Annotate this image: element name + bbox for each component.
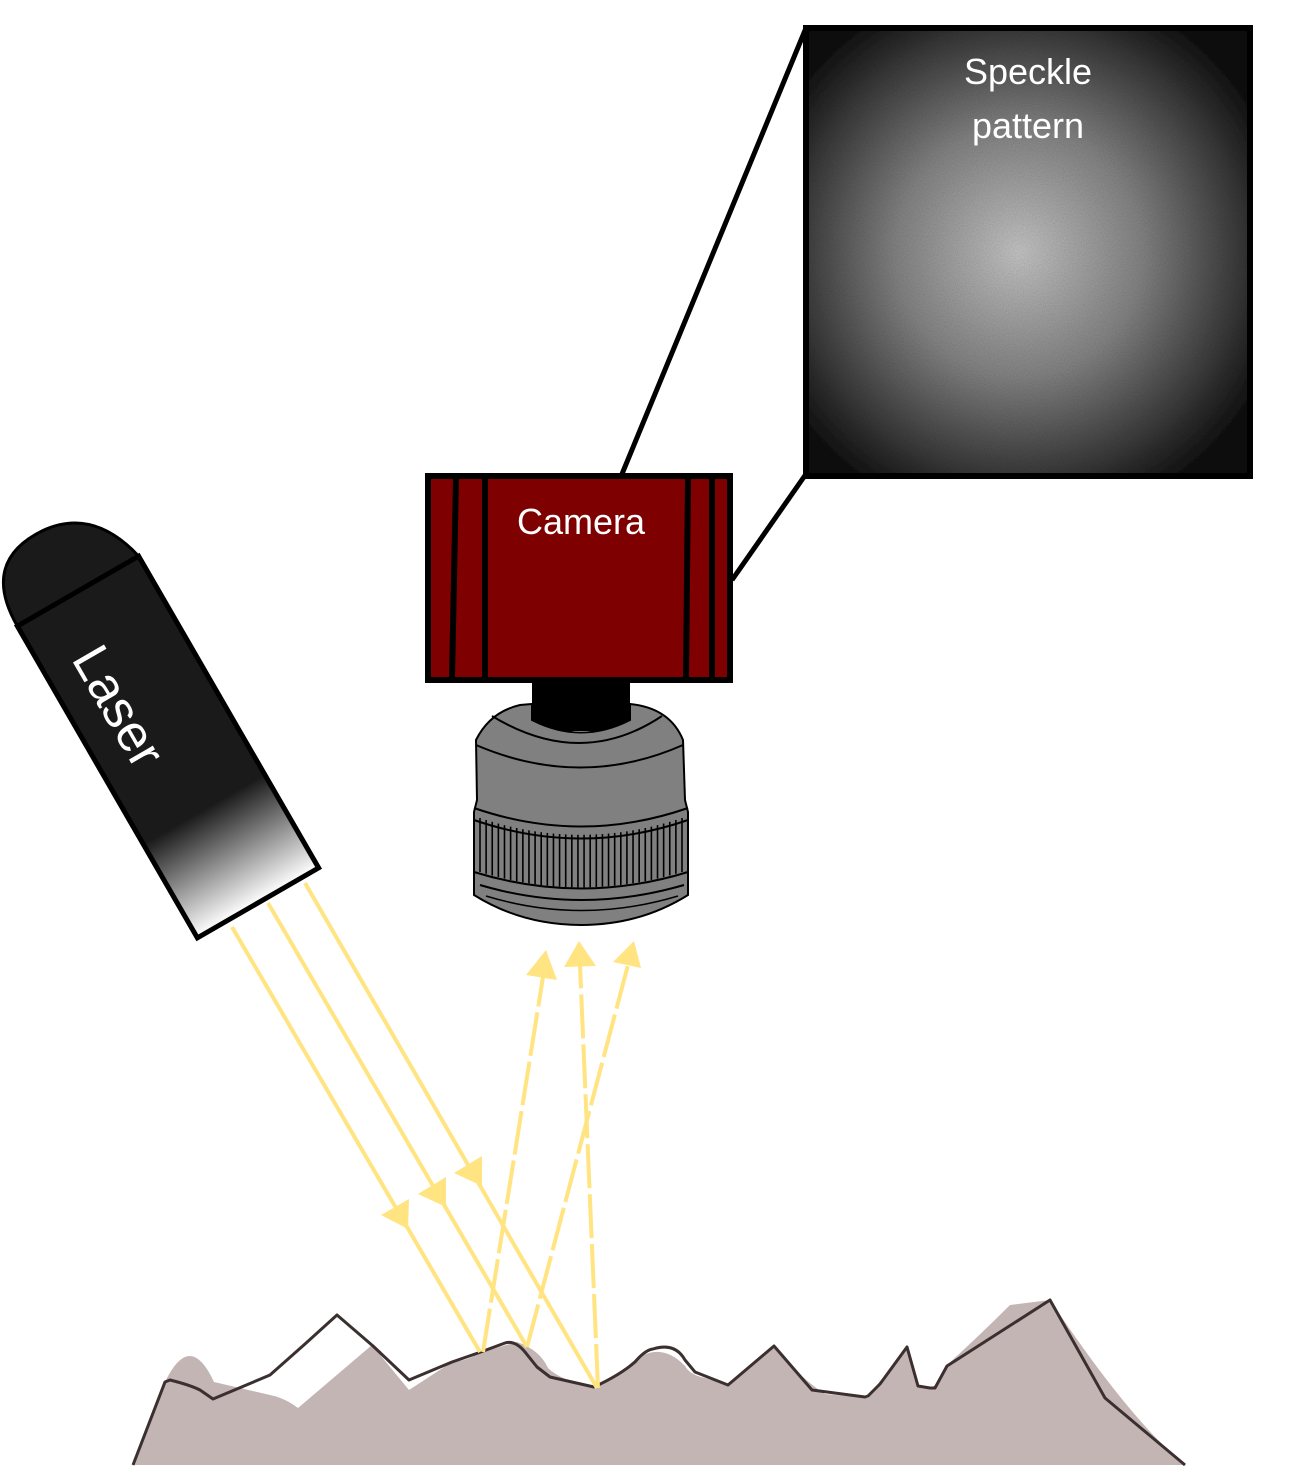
rough-surface-outline [131,1298,1186,1467]
laser-source: Laser [2,521,323,942]
scattered-beams [481,964,630,1389]
focus-ring-grip [479,818,683,888]
laser-cap [2,521,142,629]
arrowhead-3 [454,1156,482,1186]
camera-lens [473,679,689,927]
callout-line-top [619,27,809,475]
incident-beam-3 [303,881,599,1390]
incident-beam-2 [266,901,529,1349]
camera-label: Camera [517,501,646,542]
laser-body [13,552,323,942]
incident-arrowheads [381,1156,482,1229]
scattered-arrowheads [526,941,641,980]
speckle-pattern-inset: Speckle pattern [803,25,1253,479]
callout-line-bottom [729,472,809,582]
incident-beam-1 [230,925,482,1354]
scatter-arrowhead-3 [613,941,641,968]
rough-surface [133,1300,1185,1465]
scattered-beam-1 [481,976,545,1353]
scatter-arrowhead-2 [564,941,596,967]
scattered-beam-3 [525,964,630,1348]
scattered-beam-2 [578,964,600,1389]
arrowhead-1 [381,1199,409,1229]
lens-mount [532,679,630,731]
scatter-arrowhead-1 [526,950,557,980]
incident-beams [230,881,599,1390]
arrowhead-2 [418,1177,446,1207]
speckle-label-line1: Speckle [964,51,1092,92]
camera-body: Camera [425,473,733,683]
speckle-label-line2: pattern [972,105,1084,146]
